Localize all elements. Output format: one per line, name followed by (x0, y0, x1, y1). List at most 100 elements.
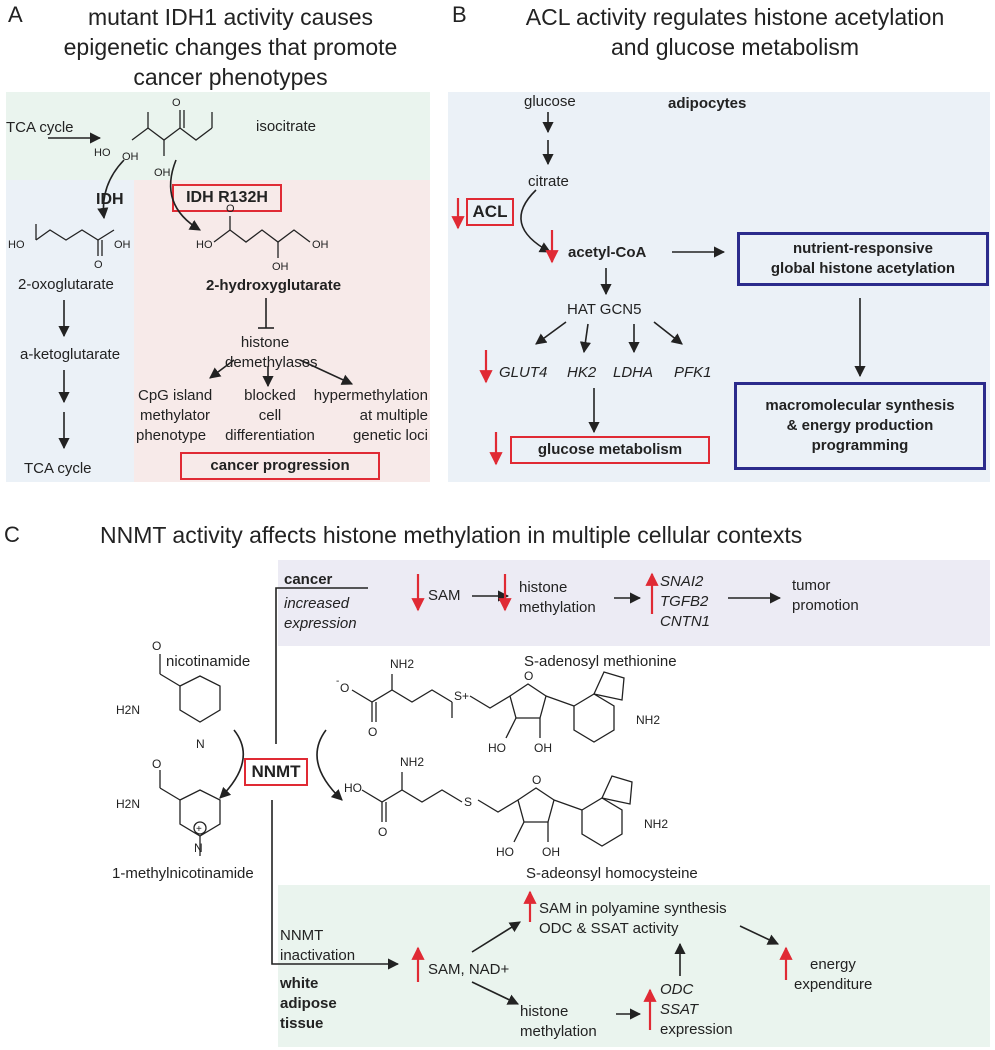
oxoglutarate-oh: OH (114, 239, 131, 251)
isocitrate-o: O (172, 97, 181, 109)
nutrient-text: nutrient-responsive global histone acety… (771, 239, 955, 279)
isocitrate-oh: OH (122, 151, 139, 163)
wat-line: white (280, 975, 319, 992)
acl-box: ACL (466, 198, 514, 226)
energy-line: expenditure (794, 976, 873, 993)
sah-adenine-nh2: NH2 (644, 817, 668, 831)
nutrient-line: nutrient-responsive (792, 240, 933, 257)
cpg-island-line: CpG island (138, 387, 213, 404)
cpg-island-line: phenotype (136, 427, 207, 444)
arrow-samnad-to-histone (471, 981, 520, 1005)
sam-adenine-nh2: NH2 (636, 713, 660, 727)
gene-glut4: GLUT4 (499, 364, 548, 381)
isocitrate-ho: HO (94, 147, 111, 159)
arrow-hat-to-glut4 (535, 321, 567, 345)
sam-name-label: S-adenosyl methionine (524, 653, 677, 670)
sah-s: S (464, 795, 472, 809)
sam-s: S+ (454, 689, 469, 703)
acetyl-coa-label: acetyl-CoA (568, 244, 647, 261)
cancer-histone-methylation-line: methylation (519, 599, 596, 616)
cancer-label: cancer (284, 571, 333, 588)
oxoglutarate-label: 2-oxoglutarate (18, 276, 114, 293)
cancer-gene: SNAI2 (660, 573, 704, 590)
nicotinamide-structure (159, 654, 221, 723)
macro-line: programming (811, 437, 909, 454)
tumor-promotion-line: promotion (792, 597, 859, 614)
wat-histone-line: histone (520, 1003, 569, 1020)
branch-to-adipose (271, 800, 400, 970)
isocitrate-oh2: OH (154, 167, 171, 179)
hypermethylation-label: hypermethylation at multiple genetic loc… (296, 386, 428, 446)
tumor-promotion-line: tumor (792, 577, 831, 594)
arrow-polyamine-to-energy (739, 925, 780, 945)
sam-nad-label: SAM, NAD+ (428, 961, 510, 978)
hat-gcn5-label: HAT GCN5 (567, 301, 642, 318)
tca-cycle-output-label: TCA cycle (24, 460, 92, 477)
methylnicotinamide-o: O (152, 757, 161, 771)
glucose-metabolism-box: glucose metabolism (510, 436, 710, 464)
panel-b-title-line: ACL activity regulates histone acetylati… (525, 4, 945, 30)
arrow-samnad-to-polyamine (471, 921, 521, 953)
nnmt-box: NNMT (244, 758, 308, 786)
idh-mutant-label: IDH R132H (186, 189, 268, 206)
citrate-label: citrate (528, 173, 569, 190)
blocked-differentiation-line: differentiation (225, 427, 315, 444)
sam-oh: OH (534, 741, 552, 755)
sah-o: O (378, 825, 387, 839)
arrow-to-hyper (299, 359, 354, 385)
ketoglutarate-label: a-ketoglutarate (20, 346, 121, 363)
arrow-hat-to-hk2 (579, 323, 591, 354)
panel-a-tca-background (6, 92, 430, 180)
adipocytes-label: adipocytes (668, 95, 747, 112)
glucose-metabolism-label: glucose metabolism (537, 441, 683, 458)
arrow-hat-to-pfk1 (653, 321, 683, 345)
nutrient-line: global histone acetylation (770, 260, 956, 277)
sah-nh2: NH2 (400, 755, 424, 769)
tca-cycle-input-label: TCA cycle (6, 119, 74, 136)
odc-ssat-expression-label: ODC SSAT expression (660, 980, 733, 1040)
cancer-progression-label: cancer progression (210, 457, 350, 474)
nnmt-inactivation-line: inactivation (280, 947, 356, 964)
glucose-label: glucose (524, 93, 576, 110)
increased-expression-line: expression (284, 615, 357, 632)
sam-neg-o: O (340, 681, 349, 695)
panel-a-title-line: mutant IDH1 activity causes (87, 4, 374, 30)
gene-ldha: LDHA (613, 364, 654, 381)
cpg-island-label: CpG island methylator phenotype (136, 386, 212, 446)
hydroxyglutarate-oh2: OH (272, 261, 289, 273)
cancer-genes-label: SNAI2 TGFB2 CNTN1 (660, 572, 710, 632)
arrow-citrate-to-acetylcoa (520, 189, 551, 253)
panel-b-background (448, 92, 990, 482)
panel-a-title-line: epigenetic changes that promote (63, 34, 398, 60)
hydroxyglutarate-oh: OH (312, 239, 329, 251)
hypermethylation-line: genetic loci (352, 427, 428, 444)
sah-ring-o: O (532, 773, 541, 787)
cancer-gene: TGFB2 (660, 593, 709, 610)
sam-nh2: NH2 (390, 657, 414, 671)
sam-ring-o: O (524, 669, 533, 683)
sah-structure (361, 772, 633, 847)
nicotinamide-h2n: H2N (116, 703, 140, 717)
nnmt-inactivation-line: NNMT (280, 927, 324, 944)
sam-neg-sign: - (336, 676, 339, 687)
branch-to-cancer (275, 587, 368, 744)
methylnicotinamide-plus: + (196, 824, 202, 835)
macromolecular-synthesis-box: macromolecular synthesis & energy produc… (734, 382, 986, 470)
arrow-isocitrate-to-oxoglutarate (97, 159, 125, 220)
white-adipose-tissue-label: white adipose tissue (280, 974, 337, 1034)
panel-c-letter: C (4, 522, 20, 547)
cancer-histone-methylation-line: histone (519, 579, 568, 596)
cpg-island-line: methylator (140, 407, 211, 424)
wat-histone-line: methylation (520, 1023, 597, 1040)
sam-ho: HO (488, 741, 506, 755)
polyamine-line: SAM in polyamine synthesis (539, 900, 727, 917)
isocitrate-structure (131, 110, 213, 156)
odc-ssat-line: ODC (660, 981, 694, 998)
wat-line: tissue (280, 1015, 324, 1032)
increased-expression-line: increased (284, 595, 350, 612)
cancer-progression-box: cancer progression (180, 452, 380, 480)
hydroxyglutarate-ho: HO (196, 239, 213, 251)
methylnicotinamide-h2n: H2N (116, 797, 140, 811)
hypermethylation-line: hypermethylation (313, 387, 428, 404)
